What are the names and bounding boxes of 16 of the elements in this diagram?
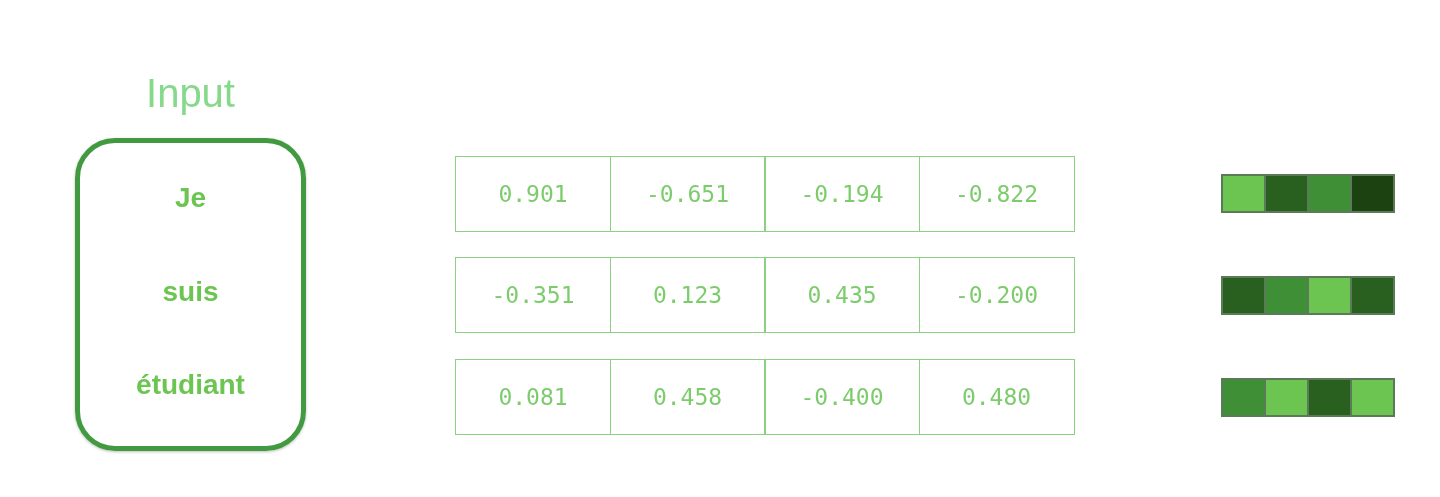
value-cell: 0.901	[455, 156, 611, 232]
box-heading: Input	[146, 70, 235, 116]
word-text: étudiant	[136, 369, 245, 401]
value-cell: -0.822	[918, 156, 1075, 232]
word-text: suis	[162, 276, 219, 308]
value-cell: -0.651	[609, 156, 766, 232]
word-text: Je	[174, 182, 207, 214]
value-cell: -0.194	[764, 156, 920, 232]
value-cell: -0.400	[764, 359, 920, 435]
value-cell: -0.351	[455, 257, 611, 333]
value-cell: 0.435	[764, 257, 920, 333]
value-cell: 0.081	[455, 359, 611, 435]
value-cell: 0.458	[609, 359, 766, 435]
value-cell: 0.480	[918, 359, 1075, 435]
value-cell: -0.200	[918, 257, 1075, 333]
value-cell: 0.123	[609, 257, 766, 333]
